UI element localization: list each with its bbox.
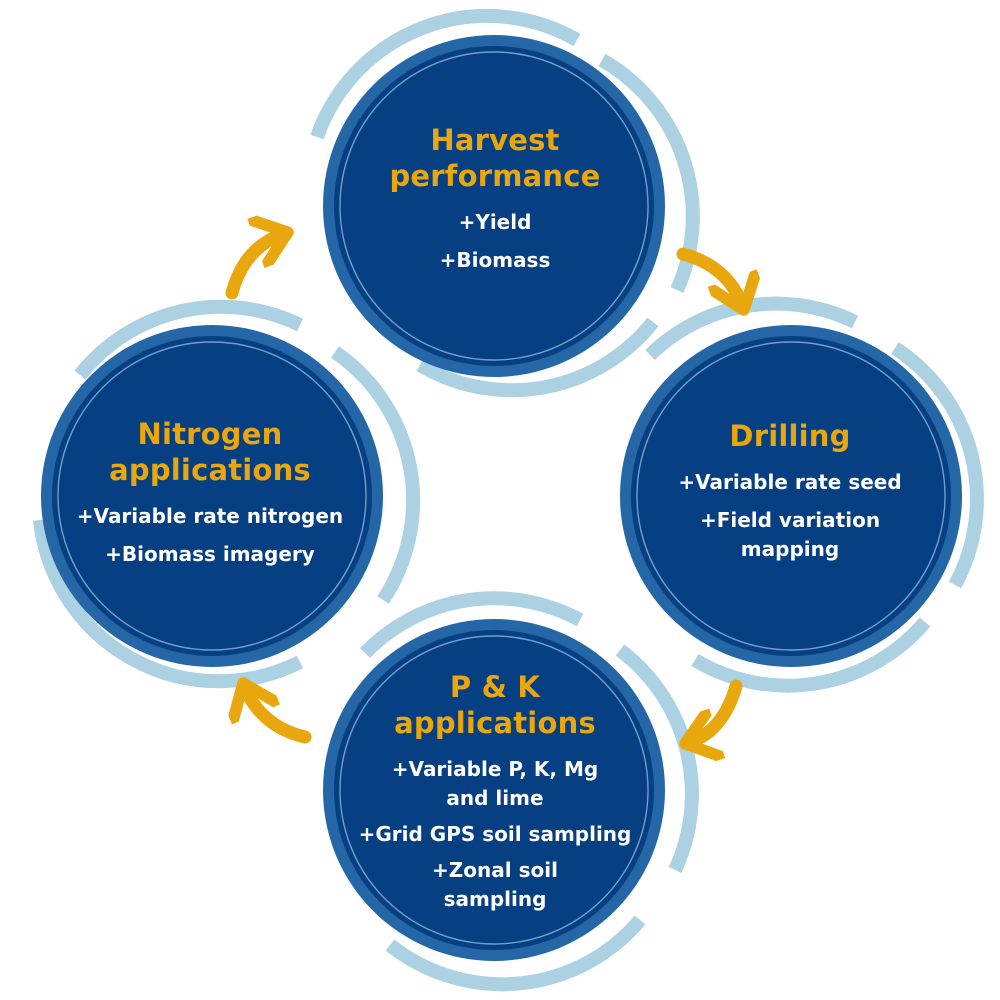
harvest-circle [310, 8, 700, 398]
nitrogen-node: Nitrogen applications +Variable rate nit… [45, 416, 375, 578]
harvest-title: Harvest performance [330, 122, 660, 194]
pk-item-line: and lime [446, 786, 544, 810]
arrow-left-icon [245, 688, 312, 744]
drilling-inner-line [636, 341, 946, 651]
nitrogen-items: +Variable rate nitrogen +Biomass imagery [45, 502, 375, 569]
drilling-node: Drilling +Variable rate seed +Field vari… [625, 418, 955, 573]
nitrogen-outer-ring-arc [74, 299, 304, 380]
pk-item: +Zonal soil sampling [330, 856, 660, 914]
arrow-down-icon [690, 679, 743, 742]
nitrogen-title-line: Nitrogen [137, 417, 283, 451]
harvest-outer-ring-arc [416, 317, 659, 398]
pk-items: +Variable P, K, Mg and lime +Grid GPS so… [330, 755, 660, 914]
drilling-outer-ring-arc [691, 617, 931, 693]
pk-item-line: sampling [443, 887, 547, 911]
nitrogen-item: +Biomass imagery [45, 540, 375, 569]
harvest-item-line: +Yield [458, 210, 532, 234]
drilling-item: +Field variation mapping [625, 506, 955, 564]
harvest-item: +Yield [330, 208, 660, 237]
pk-item: +Grid GPS soil sampling [330, 820, 660, 849]
nitrogen-title: Nitrogen applications [45, 416, 375, 488]
nitrogen-item-line: +Variable rate nitrogen [76, 504, 344, 528]
nitrogen-disc [52, 336, 372, 656]
harvest-item: +Biomass [330, 246, 660, 275]
drilling-item-line: +Field variation [699, 508, 881, 532]
pk-outer-ring-arc [385, 915, 646, 992]
drilling-title-line: Drilling [729, 419, 851, 453]
harvest-inner-line [339, 51, 649, 361]
drilling-item-line: +Variable rate seed [678, 470, 902, 494]
harvest-item-line: +Biomass [439, 248, 551, 272]
pk-inner-line [339, 635, 649, 945]
nitrogen-item-line: +Biomass imagery [105, 542, 315, 566]
harvest-outer-ring-arc [310, 8, 581, 140]
harvest-items: +Yield +Biomass [330, 208, 660, 275]
drilling-item-line: mapping [740, 537, 840, 561]
drilling-item: +Variable rate seed [625, 468, 955, 497]
drilling-items: +Variable rate seed +Field variation map… [625, 468, 955, 564]
pk-outer-ring-arc [359, 591, 584, 658]
pk-node: P & K applications +Variable P, K, Mg an… [330, 669, 660, 921]
drilling-circle [620, 296, 984, 693]
pk-item-line: +Zonal soil [432, 858, 558, 882]
pk-title: P & K applications [330, 669, 660, 741]
pk-title-line: applications [394, 706, 596, 740]
harvest-title-line: Harvest [430, 123, 560, 157]
nitrogen-item: +Variable rate nitrogen [45, 502, 375, 531]
pk-title-line: P & K [449, 670, 541, 704]
nitrogen-inner-line [57, 341, 367, 651]
arrow-right-icon [676, 247, 742, 305]
harvest-title-line: performance [389, 159, 601, 193]
pk-disc [334, 630, 654, 950]
drilling-disc [631, 336, 951, 656]
pk-item-line: +Grid GPS soil sampling [358, 822, 632, 846]
arrow-up-icon [225, 234, 283, 300]
harvest-disc [334, 46, 654, 366]
nitrogen-outer-ring-arc [331, 346, 421, 604]
pk-item-line: +Variable P, K, Mg [391, 757, 599, 781]
harvest-node: Harvest performance +Yield +Biomass [330, 122, 660, 284]
pk-item: +Variable P, K, Mg and lime [330, 755, 660, 813]
drilling-outer-ring-arc [891, 342, 984, 589]
nitrogen-title-line: applications [109, 453, 311, 487]
drilling-title: Drilling [625, 418, 955, 454]
